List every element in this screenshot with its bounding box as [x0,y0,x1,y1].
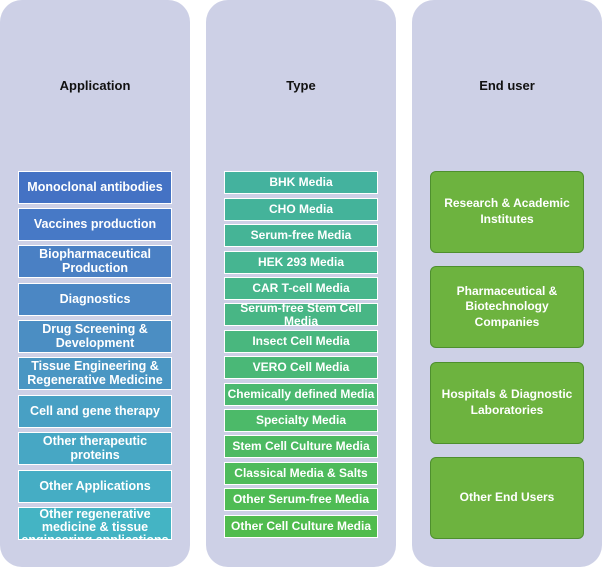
type-item: HEK 293 Media [224,251,378,274]
type-item: VERO Cell Media [224,356,378,379]
application-item: Diagnostics [18,283,172,316]
end-user-item: Hospitals & Diagnostic Laboratories [430,362,584,444]
type-item: Serum-free Stem Cell Media [224,303,378,326]
application-column: Application Monoclonal antibodies Vaccin… [0,0,190,567]
type-column-title: Type [286,78,316,93]
application-item: Monoclonal antibodies [18,171,172,204]
application-item: Vaccines production [18,208,172,241]
application-item: Other therapeutic proteins [18,432,172,465]
type-item: Serum-free Media [224,224,378,247]
type-item: CAR T-cell Media [224,277,378,300]
type-item: Other Cell Culture Media [224,515,378,538]
type-item: Other Serum-free Media [224,488,378,511]
end-user-item: Other End Users [430,457,584,539]
type-item: Classical Media & Salts [224,462,378,485]
end-user-item: Research & Academic Institutes [430,171,584,253]
type-item: Insect Cell Media [224,330,378,353]
type-item: CHO Media [224,198,378,221]
application-item: Other regenerative medicine & tissue eng… [18,507,172,540]
type-item: Chemically defined Media [224,383,378,406]
end-user-column-title: End user [479,78,535,93]
application-item: Cell and gene therapy [18,395,172,428]
application-item: Tissue Engineering & Regenerative Medici… [18,357,172,390]
type-item: BHK Media [224,171,378,194]
type-item: Specialty Media [224,409,378,432]
end-user-column: End user Research & Academic Institutes … [412,0,602,567]
application-item: Drug Screening & Development [18,320,172,353]
type-item: Stem Cell Culture Media [224,435,378,458]
application-item: Biopharmaceutical Production [18,245,172,278]
application-column-title: Application [59,78,131,93]
end-user-item: Pharmaceutical & Biotechnology Companies [430,266,584,348]
application-item: Other Applications [18,470,172,503]
type-column: Type BHK Media CHO Media Serum-free Medi… [206,0,396,567]
